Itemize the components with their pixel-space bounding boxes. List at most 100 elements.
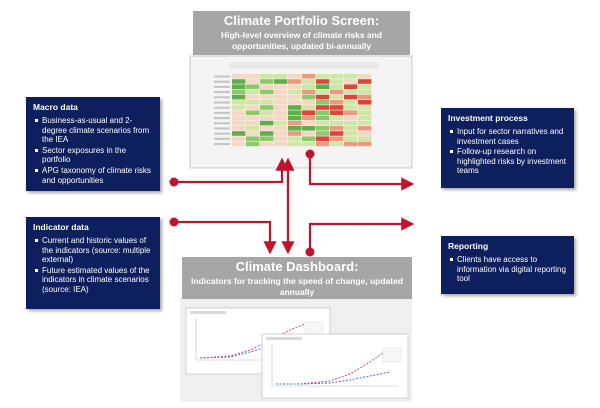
heatmap-cell (288, 115, 302, 121)
heatmap-cell (330, 126, 344, 131)
heatmap-cell (274, 110, 288, 115)
heatmap-cell (358, 79, 372, 84)
heatmap-cell (232, 115, 246, 121)
heatmap-cell (330, 79, 344, 84)
heatmap-cell (330, 136, 344, 141)
heatmap-cell (274, 120, 288, 126)
heatmap-cell (358, 136, 372, 141)
heatmap-cell (358, 141, 372, 147)
heatmap-cell (274, 141, 288, 147)
arrow-dashboard-to-reporting (308, 217, 415, 248)
portfolio-screen-thumbnail (189, 55, 413, 169)
heatmap-cell (288, 120, 302, 126)
heatmap-cell (330, 141, 344, 147)
heatmap-row-label (214, 96, 230, 99)
heatmap-cell (232, 110, 246, 115)
heatmap-cell (232, 136, 246, 141)
heatmap-row-label (214, 132, 230, 135)
heatmap-cell (330, 74, 344, 79)
heatmap-cell (316, 100, 330, 105)
heatmap-cell (330, 84, 344, 89)
heatmap-cell (260, 131, 274, 136)
heatmap-cell (316, 131, 330, 136)
heatmap-cell (302, 120, 316, 126)
heatmap-cell (246, 74, 260, 79)
heatmap-cell (274, 79, 288, 84)
dashboard-header: Climate Dashboard: Indicators for tracki… (182, 257, 412, 299)
portfolio-screen-header: Climate Portfolio Screen: High-level ove… (193, 11, 410, 55)
heatmap-row-label (214, 127, 230, 130)
heatmap-cell (344, 74, 358, 79)
heatmap-cell (358, 105, 372, 110)
heatmap-cell (288, 94, 302, 100)
heatmap-cell (344, 79, 358, 84)
heatmap-cell (316, 74, 330, 79)
heatmap-cell (344, 141, 358, 147)
heatmap-cell (288, 131, 302, 136)
heatmap-cell (246, 115, 260, 121)
reporting-heading: Reporting (448, 241, 489, 251)
heatmap-cell (288, 74, 302, 79)
heatmap-cell (358, 84, 372, 89)
heatmap-cell (288, 126, 302, 131)
heatmap-cell (302, 131, 316, 136)
arrow-screen-to-investment (308, 158, 415, 191)
arrow-origin-macro (169, 177, 179, 187)
heatmap-cell (246, 131, 260, 136)
heatmap-row-label (214, 106, 230, 109)
heatmap-cell (260, 89, 274, 95)
heatmap-cell (274, 131, 288, 136)
line-chart-2 (261, 333, 409, 399)
heatmap-row-label (214, 80, 230, 83)
heatmap-cell (274, 84, 288, 89)
arrow-indicator-to-dashboard (178, 220, 277, 255)
heatmap-cell (246, 126, 260, 131)
heatmap-cell (344, 89, 358, 95)
heatmap-cell (274, 105, 288, 110)
heatmap-cell (344, 115, 358, 121)
heatmap-cell (232, 84, 246, 89)
portfolio-screen-subtitle: High-level overview of climate risks and… (220, 30, 383, 51)
heatmap-cell (330, 100, 344, 105)
heatmap-cell (260, 84, 274, 89)
heatmap-cell (246, 136, 260, 141)
heatmap-cell (274, 126, 288, 131)
heatmap-cell (358, 100, 372, 105)
heatmap-cell (358, 94, 372, 100)
heatmap-row-label (214, 111, 230, 114)
heatmap-cell (316, 84, 330, 89)
macro-data-heading: Macro data (33, 102, 78, 112)
dashboard-thumbnail (180, 298, 412, 402)
heatmap-cell (358, 120, 372, 126)
indicator-data-box: Indicator data Current and historic valu… (26, 217, 160, 309)
heatmap-row-label (214, 137, 230, 140)
heatmap-cell (330, 115, 344, 121)
heatmap-cell (260, 105, 274, 110)
heatmap-cell (344, 126, 358, 131)
reporting-list: Clients have access to information via d… (448, 255, 568, 284)
heatmap-cell (302, 141, 316, 147)
heatmap-cell (246, 100, 260, 105)
heatmap-cell (344, 110, 358, 115)
heatmap-cell (232, 141, 246, 147)
heatmap-cell (316, 110, 330, 115)
heatmap-cell (260, 115, 274, 121)
heatmap-cell (288, 141, 302, 147)
list-item: Clients have access to information via d… (450, 255, 568, 284)
heatmap-cell (288, 84, 302, 89)
heatmap-cell (232, 100, 246, 105)
heatmap-cell (316, 120, 330, 126)
heatmap-cell (302, 89, 316, 95)
heatmap-cell (344, 100, 358, 105)
portfolio-screen-title: Climate Portfolio Screen: (223, 13, 380, 28)
heatmap-cell (260, 74, 274, 79)
heatmap-row-label (214, 117, 230, 120)
heatmap-cell (274, 136, 288, 141)
investment-process-list: Input for sector narratives and investme… (448, 127, 568, 176)
heatmap-cell (260, 79, 274, 84)
list-item: Business-as-usual and 2-degree climate s… (35, 116, 154, 145)
heatmap-cell (232, 89, 246, 95)
arrow-origin-screen (305, 149, 315, 159)
heatmap-cell (232, 79, 246, 84)
